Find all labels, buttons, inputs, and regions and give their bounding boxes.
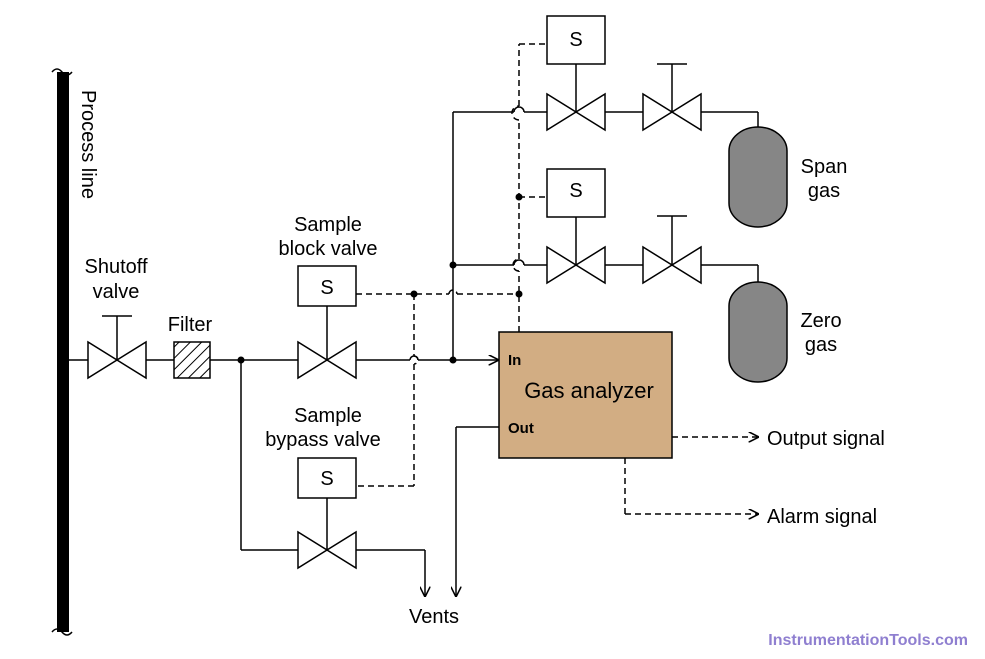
calibration-pipe [452,106,759,360]
junction-dot [515,193,523,201]
output-signal-label: Output signal [767,428,885,450]
filter-label: Filter [168,314,213,336]
solenoid-label: S [320,277,333,299]
junction-dot [515,290,523,298]
junction-dot [449,356,457,364]
process-line-label: Process line [77,90,99,199]
span-gas-cylinder [728,126,788,228]
zero-gas-label-1: Zero [800,310,841,332]
shutoff-valve-label-1: Shutoff [84,256,147,278]
solenoid-label: S [569,180,582,202]
analyzer-in-label: In [508,352,521,369]
shutoff-valve [87,315,147,380]
span-gas-solenoid-valve [546,15,606,132]
sample-bypass-label-1: Sample [294,405,362,427]
span-gas-label-2: gas [808,180,840,202]
watermark: InstrumentationTools.com [768,632,968,649]
analyzer-signal-lines [624,437,758,514]
process-line: Process line [51,68,99,636]
solenoid-label: S [320,468,333,490]
zero-gas-solenoid-valve [546,168,606,285]
sample-block-valve [297,265,357,380]
sample-block-label-1: Sample [294,214,362,236]
control-signal-lines [356,43,548,487]
analyzer-out-label: Out [508,420,534,437]
span-gas-label-1: Span [801,156,848,178]
zero-gas-label-2: gas [805,334,837,356]
sample-bypass-label-2: bypass valve [265,429,381,451]
solenoid-label: S [569,29,582,51]
junction-dot [410,290,418,298]
shutoff-valve-label-2: valve [93,281,140,303]
span-gas-hand-valve [642,63,702,132]
gas-analyzer-label: Gas analyzer [524,378,654,403]
vents-label: Vents [409,606,459,628]
zero-gas-cylinder [728,281,788,383]
bypass-pipe [240,360,425,596]
gas-analyzer-box [498,331,673,459]
analyzer-vent-pipe [456,426,499,596]
sample-bypass-valve [297,457,357,570]
junction-dot [449,261,457,269]
zero-gas-hand-valve [642,215,702,285]
filter-symbol [173,341,211,379]
alarm-signal-label: Alarm signal [767,506,877,528]
sample-block-label-2: block valve [279,238,378,260]
